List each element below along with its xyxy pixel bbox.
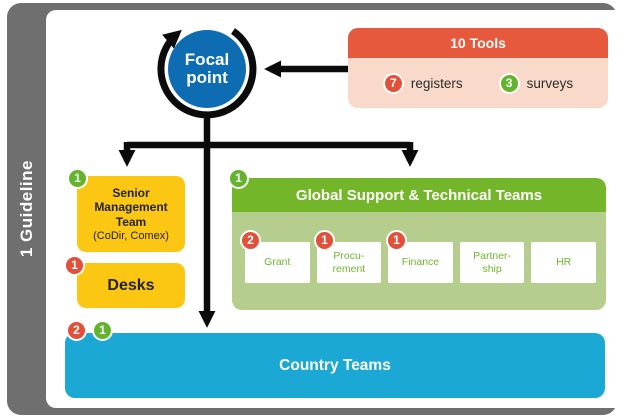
- surveys-label: surveys: [526, 75, 574, 91]
- team-box-hr: HR: [531, 242, 596, 283]
- focal-point-node: Focal point: [168, 30, 246, 108]
- desks-count-badge: 1: [64, 255, 85, 276]
- tools-title: 10 Tools: [348, 28, 608, 58]
- country-teams-red-badge: 2: [66, 320, 87, 341]
- procurement-count-badge: 1: [314, 230, 335, 251]
- registers-label: registers: [410, 75, 463, 91]
- tool-item-registers: 7 registers: [382, 72, 463, 94]
- finance-count-badge: 1: [386, 230, 407, 251]
- country-teams-green-badge: 1: [92, 320, 113, 341]
- tools-panel: 10 Tools 7 registers 3 surveys: [348, 28, 608, 108]
- focal-point-line1: Focal: [184, 50, 230, 69]
- country-teams-box: Country Teams: [65, 333, 605, 398]
- team-box-partnership: Partner- ship: [459, 242, 525, 283]
- global-support-title: Global Support & Technical Teams: [232, 178, 606, 212]
- senior-management-subtitle: (CoDir, Comex): [93, 230, 169, 243]
- guideline-label: 1 Guideline: [17, 160, 36, 258]
- guideline-sidebar: 1 Guideline: [7, 3, 47, 415]
- focal-point-line2: point: [186, 68, 228, 87]
- surveys-count-badge: 3: [498, 72, 520, 94]
- country-teams-label: Country Teams: [279, 356, 391, 374]
- tool-item-surveys: 3 surveys: [498, 72, 574, 94]
- global-support-count-badge: 1: [228, 168, 249, 189]
- global-support-teams-row: Grant Procu- rement Finance Partner- shi…: [245, 242, 596, 283]
- senior-management-box: Senior Management Team (CoDir, Comex): [77, 176, 185, 252]
- desks-label: Desks: [107, 276, 155, 294]
- tools-items: 7 registers 3 surveys: [348, 58, 608, 108]
- global-support-box: Global Support & Technical Teams Grant P…: [232, 178, 606, 310]
- grant-count-badge: 2: [240, 230, 261, 251]
- senior-management-count-badge: 1: [67, 168, 88, 189]
- desks-box: Desks: [77, 263, 185, 308]
- registers-count-badge: 7: [382, 72, 404, 94]
- senior-management-name: Senior Management Team: [94, 185, 168, 229]
